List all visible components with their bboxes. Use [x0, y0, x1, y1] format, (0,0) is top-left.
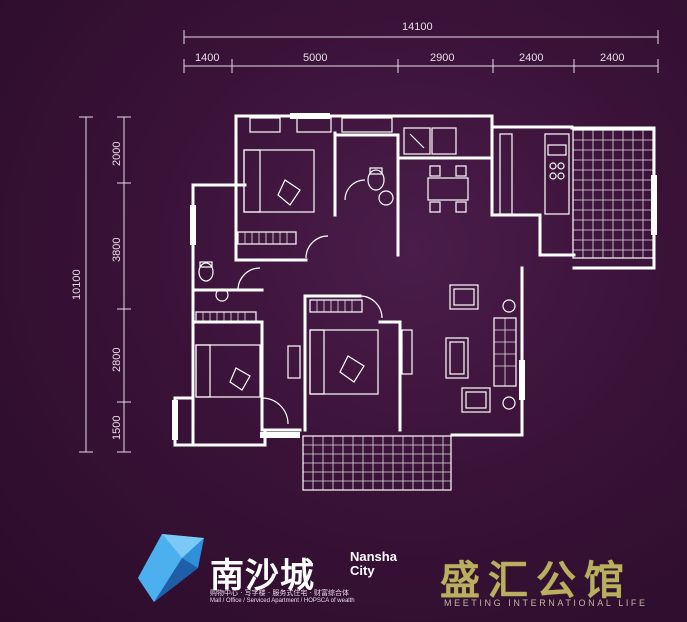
dim-total-height: 10100	[71, 269, 83, 300]
project-name-en: MEETING INTERNATIONAL LIFE	[444, 598, 648, 608]
windows	[172, 113, 657, 440]
dim-side-1: 2000	[111, 142, 123, 166]
side-dimensions: 10100 2000 3800 2800 1500	[71, 116, 131, 453]
dim-seg-3: 2900	[430, 52, 454, 64]
dim-total-width: 14100	[402, 21, 433, 33]
brand-name-cn: 南沙城	[210, 556, 315, 596]
bathroom-left	[198, 261, 261, 302]
brand-tagline-en: Mall / Office / Serviced Apartment / HOP…	[210, 598, 355, 604]
dim-seg-2: 5000	[303, 52, 327, 64]
bedroom-second	[195, 311, 289, 425]
dim-side-3: 2800	[111, 348, 123, 372]
brand-name-en-line1: Nansha	[350, 549, 397, 564]
kitchen	[499, 133, 570, 215]
walls	[173, 114, 656, 447]
top-dimensions: 14100 1400 5000 2900 2400 2400	[183, 21, 659, 73]
dim-seg-1: 1400	[195, 52, 219, 64]
bedroom-third	[287, 295, 383, 395]
brand-name-en-line2: City	[350, 563, 375, 578]
bedroom-master	[237, 117, 332, 259]
brand-name-en: Nansha City	[350, 550, 410, 578]
dining-table	[403, 127, 469, 213]
brand-tagline-cn: 购物中心 · 写字楼 · 服务式住宅 · 财富综合体	[210, 589, 350, 597]
dim-seg-5: 2400	[600, 52, 624, 64]
dim-side-2: 3800	[111, 238, 123, 262]
living-room	[401, 284, 517, 413]
project-name-cn: 盛汇公馆	[440, 558, 632, 604]
bottom-balcony	[302, 435, 452, 491]
bathroom-top	[341, 117, 394, 206]
right-balcony	[572, 129, 654, 259]
dim-seg-4: 2400	[519, 52, 543, 64]
diamond-logo-icon	[138, 534, 204, 602]
dim-side-4: 1500	[111, 416, 123, 440]
brand-block: 南沙城 Nansha City 购物中心 · 写字楼 · 服务式住宅 · 财富综…	[132, 528, 422, 608]
